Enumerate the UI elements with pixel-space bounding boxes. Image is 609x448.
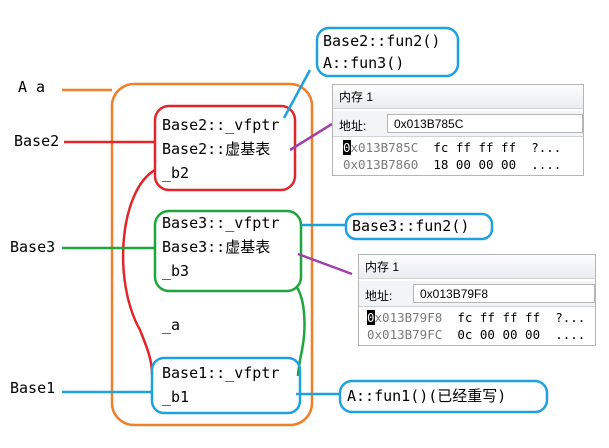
memory-window-1-address-bar: 地址: 0x013B785C bbox=[333, 111, 583, 137]
base2-vtable-fun3: A::fun3() bbox=[323, 54, 405, 72]
object-a-outline bbox=[110, 82, 314, 427]
base1-vtable-fun1: A::fun1()(已经重写) bbox=[347, 387, 507, 405]
memory-window-2[interactable]: 内存 1 地址: 0x013B79F8 0x013B79F8 fc ff ff … bbox=[358, 254, 596, 346]
base1-vtable-outline bbox=[338, 379, 549, 414]
base3-box-outline bbox=[153, 209, 303, 293]
memory-bytes: fc ff ff ff bbox=[433, 140, 517, 155]
memory-address: x013B79F8 bbox=[374, 310, 443, 325]
memory-window-2-title: 内存 1 bbox=[359, 255, 595, 279]
base3-member-text: _b3 bbox=[162, 262, 190, 280]
memory-ascii: .... bbox=[555, 327, 586, 342]
base2-vtable-outline bbox=[315, 26, 460, 78]
memory-window-1[interactable]: 内存 1 地址: 0x013B785C 0x013B785C fc ff ff … bbox=[332, 84, 584, 176]
memory-window-1-row-1: 0x013B785C fc ff ff ff ?... bbox=[343, 140, 562, 155]
base1-box-outline bbox=[150, 356, 302, 415]
memory-window-1-address-label: 地址: bbox=[339, 119, 367, 133]
base2-to-base1-link bbox=[121, 168, 156, 376]
memory-window-2-address-label: 地址: bbox=[365, 289, 393, 303]
memory-window-1-title: 内存 1 bbox=[333, 85, 583, 109]
memory-window-1-row-2: 0x013B7860 18 00 00 00 .... bbox=[343, 157, 562, 172]
base2-label: Base2 bbox=[14, 132, 60, 150]
memory-window-2-row-2: 0x013B79FC 0c 00 00 00 .... bbox=[367, 327, 586, 342]
memory-ascii: .... bbox=[531, 157, 562, 172]
base2-vfptr-text: Base2::_vfptr bbox=[162, 116, 280, 134]
memory-address: 0x013B79FC bbox=[367, 327, 443, 342]
base2-vbtable-arrow bbox=[289, 122, 333, 152]
memory-bytes: 18 00 00 00 bbox=[433, 157, 517, 172]
memory-bytes: fc ff ff ff bbox=[457, 310, 541, 325]
object-a-label: A a bbox=[18, 78, 46, 96]
base3-label: Base3 bbox=[10, 238, 56, 256]
base3-vbtable-text: Base3::虚基表 bbox=[162, 238, 271, 256]
base1-label: Base1 bbox=[10, 379, 56, 397]
memory-ascii: ?... bbox=[555, 310, 586, 325]
base2-vfptr-arrow bbox=[282, 69, 312, 119]
base3-vtable-outline bbox=[344, 212, 494, 241]
base2-vbtable-text: Base2::虚基表 bbox=[162, 140, 271, 158]
base1-vfptr-text: Base1::_vfptr bbox=[162, 364, 280, 382]
memory-ascii: ?... bbox=[531, 140, 562, 155]
memory-address: 0x013B7860 bbox=[343, 157, 419, 172]
base3-vtable-fun2: Base3::fun2() bbox=[352, 217, 470, 235]
memory-window-1-address-input[interactable]: 0x013B785C bbox=[387, 114, 583, 133]
memory-cursor: 0 bbox=[367, 310, 375, 325]
memory-window-2-row-1: 0x013B79F8 fc ff ff ff ?... bbox=[367, 310, 586, 325]
memory-cursor: 0 bbox=[343, 140, 351, 155]
base3-vbtable-arrow bbox=[297, 252, 353, 276]
base2-member-text: _b2 bbox=[162, 164, 190, 182]
a-member-text: _a bbox=[162, 316, 181, 334]
base3-to-base1-link bbox=[294, 285, 306, 377]
base2-vtable-fun2: Base2::fun2() bbox=[323, 32, 441, 50]
base1-member-text: _b1 bbox=[162, 388, 190, 406]
memory-bytes: 0c 00 00 00 bbox=[457, 327, 541, 342]
base3-vfptr-text: Base3::_vfptr bbox=[162, 214, 280, 232]
memory-window-2-address-input[interactable]: 0x013B79F8 bbox=[413, 284, 595, 303]
memory-window-2-address-bar: 地址: 0x013B79F8 bbox=[359, 281, 595, 307]
memory-address: x013B785C bbox=[350, 140, 419, 155]
